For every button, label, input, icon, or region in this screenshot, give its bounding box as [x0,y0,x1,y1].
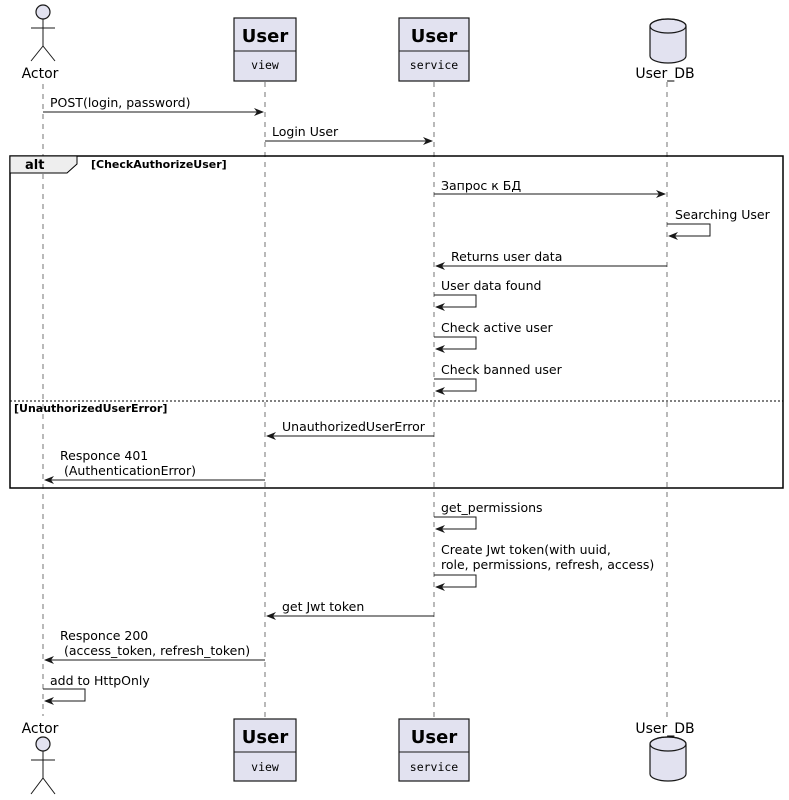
msg-13: get Jwt token [266,599,434,620]
msg-4-text: Searching User [675,207,771,222]
msg-9-text: UnauthorizedUserError [282,419,426,434]
msg-10-text-line-2: (AuthenticationError) [60,463,196,478]
msg-12-arrow [434,574,477,591]
msg-11: get_permissions [434,500,543,533]
service-participant-top: User service [398,17,470,82]
msg-10: Responce 401 (AuthenticationError) [44,448,265,484]
service-participant-name: User [411,26,458,47]
msg-9: UnauthorizedUserError [266,419,434,440]
msg-6-arrow [434,294,477,311]
view-participant-bottom: User view [233,718,297,782]
msg-3: Запрос к БД [434,178,666,198]
fragment-label-tab [9,155,78,174]
msg-15: add to HttpOnly [43,673,150,705]
service-participant-stereotype-bottom: service [410,760,459,774]
msg-8-text: Check banned user [441,362,563,377]
msg-15-text: add to HttpOnly [50,673,150,688]
msg-12-text-line-2: role, permissions, refresh, access) [441,557,654,572]
alt-fragment: alt [CheckAuthorizeUser] [UnauthorizedUs… [9,155,784,489]
msg-8-arrow [434,378,477,395]
msg-7-arrow [434,336,477,353]
msg-8: Check banned user [434,362,563,395]
msg-1-text: POST(login, password) [50,95,190,110]
msg-5: Returns user data [435,249,667,270]
msg-13-text: get Jwt token [282,599,364,614]
msg-11-arrow [434,516,477,533]
msg-2: Login User [265,124,433,145]
msg-2-text: Login User [272,124,339,139]
msg-7: Check active user [434,320,554,353]
view-participant-name: User [242,26,289,47]
msg-12: Create Jwt token(with uuid, role, permis… [434,542,654,591]
msg-14-text-line-1: Responce 200 [60,628,148,643]
msg-4: Searching User [667,207,771,240]
db-participant-bottom: User_DB [635,721,695,782]
msg-4-arrow [667,223,711,240]
msg-12-text-line-1: Create Jwt token(with uuid, [441,542,611,557]
db-label-bottom: User_DB [635,721,694,737]
actor-participant-bottom: Actor [22,721,59,795]
msg-6: User data found [434,278,541,311]
view-participant-stereotype: view [251,58,279,72]
view-participant-name-bottom: User [242,727,289,748]
msg-3-text: Запрос к БД [441,178,521,193]
actor-label-bottom: Actor [22,721,59,737]
service-participant-name-bottom: User [411,727,458,748]
actor-label: Actor [22,66,59,82]
db-label: User_DB [635,66,694,82]
fragment-keyword: alt [25,158,44,173]
msg-5-text: Returns user data [451,249,562,264]
msg-7-text: Check active user [441,320,554,335]
msg-14-text-line-2: (access_token, refresh_token) [60,643,250,658]
msg-15-arrow [43,688,86,705]
fragment-guard: [CheckAuthorizeUser] [91,158,227,171]
actor-stick-figure [30,4,56,62]
msg-10-text-line-1: Responce 401 [60,448,148,463]
database-icon-bottom [649,736,687,782]
msg-14: Responce 200 (access_token, refresh_toke… [44,628,265,664]
fragment-else-guard: [UnauthorizedUserError] [14,402,167,415]
database-icon [649,18,687,64]
msg-1: POST(login, password) [43,95,264,116]
db-participant-top: User_DB [635,18,695,82]
view-participant-stereotype-bottom: view [251,760,279,774]
msg-6-text: User data found [441,278,541,293]
msg-11-text: get_permissions [441,500,543,515]
service-participant-stereotype: service [410,58,459,72]
actor-participant-top: Actor [22,4,59,82]
view-participant-top: User view [233,17,297,82]
actor-stick-figure-bottom [30,736,56,795]
service-participant-bottom: User service [398,718,470,782]
